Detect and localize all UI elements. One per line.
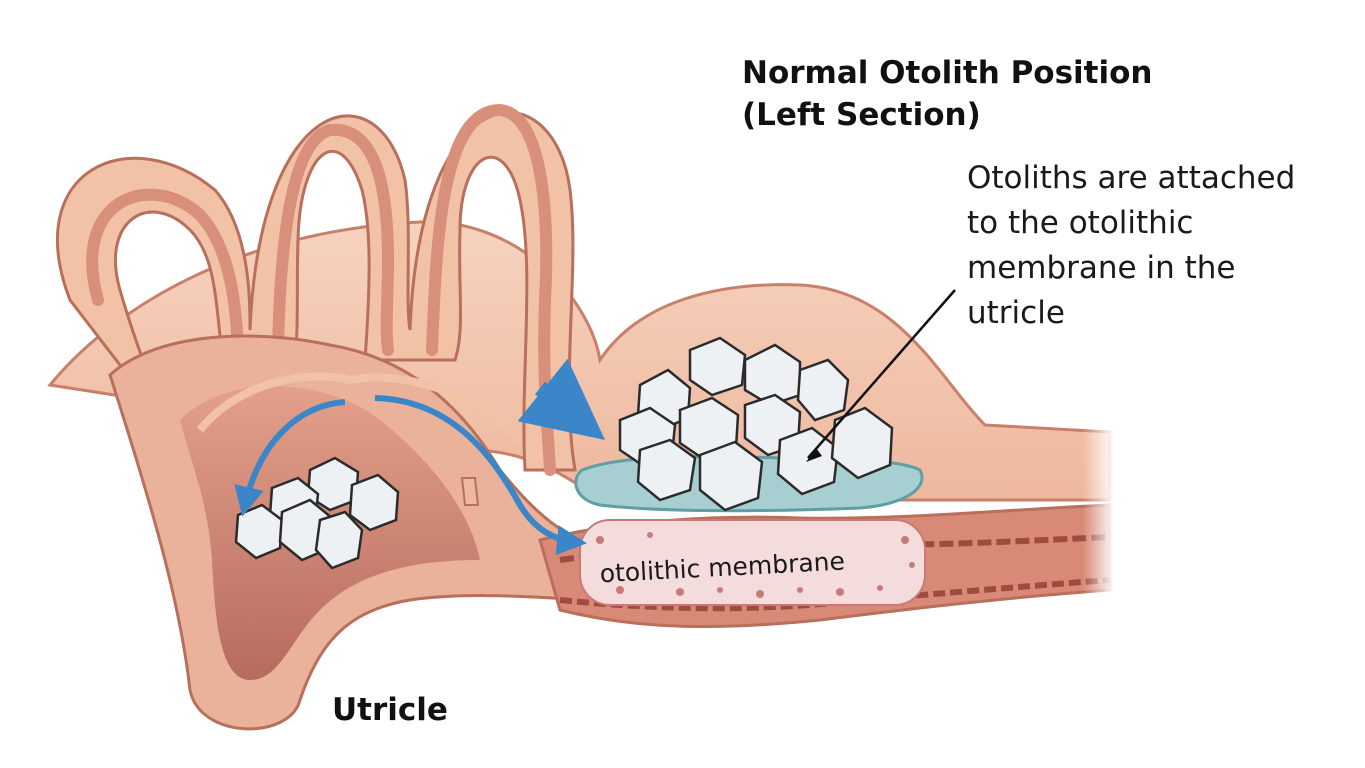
title-line-2: (Left Section)	[742, 97, 981, 133]
cavity-arches	[196, 372, 523, 443]
annotation-line-3: membrane in the	[967, 250, 1236, 286]
annotation-text: Otoliths are attached to the otolithic m…	[967, 156, 1295, 336]
title-line-1: Normal Otolith Position	[742, 55, 1153, 91]
right-fade	[900, 380, 1115, 640]
annotation-line-2: to the otolithic	[967, 205, 1194, 241]
small-duct	[460, 477, 480, 506]
flow-arrow-right	[374, 395, 587, 556]
annotation-pointer-head	[806, 448, 822, 462]
annotation-pointer-line	[807, 289, 956, 459]
otolith-cluster-detached	[234, 456, 400, 570]
diagram-title: Normal Otolith Position (Left Section)	[742, 52, 1152, 136]
utricle-label: Utricle	[332, 692, 448, 728]
otolith-cluster-attached	[618, 336, 894, 512]
flow-arrow-left	[234, 399, 346, 517]
annotation-line-1: Otoliths are attached	[967, 160, 1296, 196]
pointer-arrow-blue	[517, 358, 605, 440]
annotation-line-4: utricle	[967, 295, 1065, 331]
